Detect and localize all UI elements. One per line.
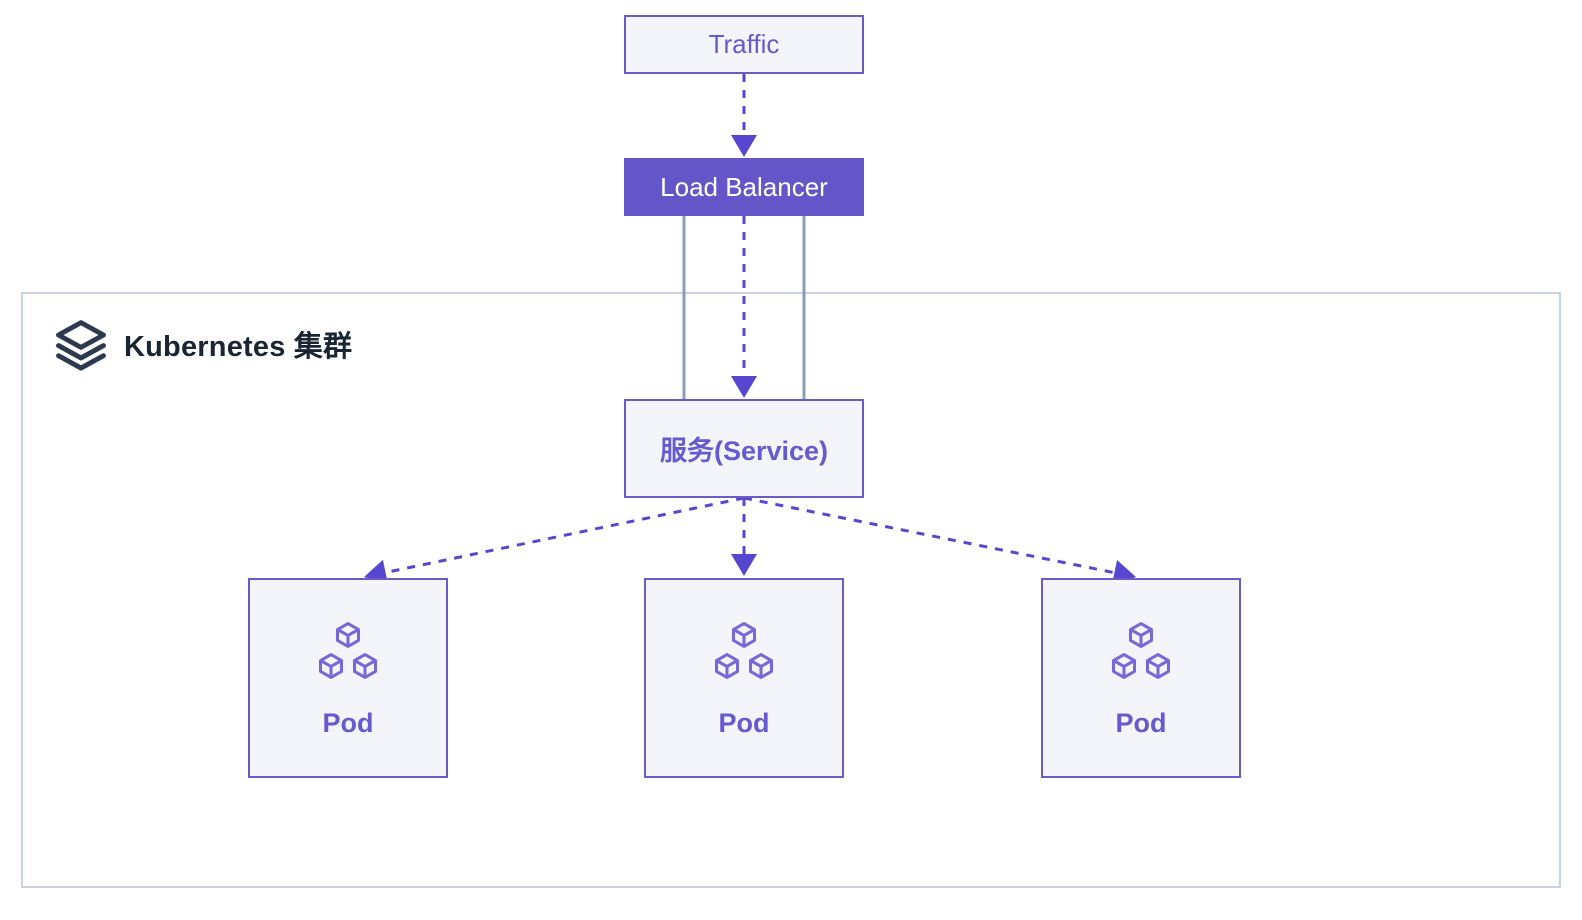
pod-node-2: Pod bbox=[644, 578, 844, 778]
pod-label: Pod bbox=[1115, 708, 1167, 738]
service-node: 服务(Service) bbox=[624, 399, 864, 498]
pod-label: Pod bbox=[718, 708, 770, 738]
cluster-title: Kubernetes 集群 bbox=[124, 331, 353, 363]
load-balancer-node: Load Balancer bbox=[624, 158, 864, 216]
pod-node-3: Pod bbox=[1041, 578, 1241, 778]
load-balancer-label: Load Balancer bbox=[660, 171, 828, 202]
cluster-label: Kubernetes 集群 bbox=[54, 317, 352, 371]
service-label: 服务(Service) bbox=[659, 436, 829, 466]
pod-label: Pod bbox=[322, 708, 374, 738]
pod-node-1: Pod bbox=[248, 578, 448, 778]
layers-icon bbox=[56, 320, 106, 371]
cubes-icon bbox=[1111, 622, 1171, 679]
cubes-icon bbox=[714, 622, 774, 679]
traffic-node: Traffic bbox=[624, 15, 864, 74]
edge-traffic-to-loadbalancer bbox=[731, 74, 757, 157]
traffic-label: Traffic bbox=[708, 29, 780, 59]
cubes-icon bbox=[318, 622, 378, 679]
